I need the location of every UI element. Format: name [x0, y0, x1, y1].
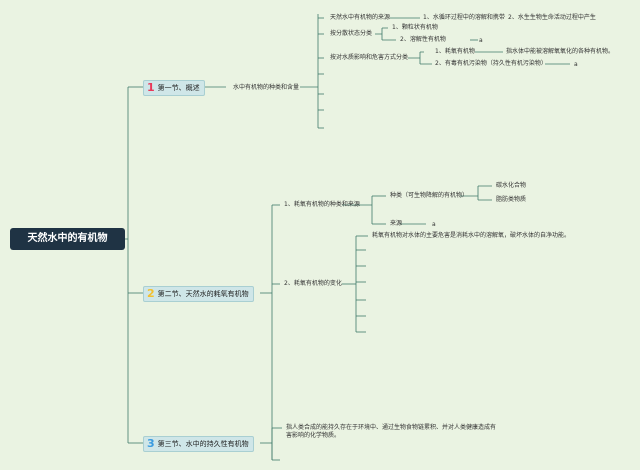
s1-state-label[interactable]: 按分散状态分类 — [330, 30, 373, 37]
s1-quality-item-1[interactable]: 1、耗氧有机物 — [435, 48, 475, 55]
s1-topic[interactable]: 水中有机物的种类和含量 — [233, 84, 300, 91]
section-3-label: 第三节、水中的持久性有机物 — [157, 440, 249, 448]
s2-type-item-1[interactable]: 碳水化合物 — [496, 182, 527, 189]
s1-quality-desc[interactable]: 指水体中能被溶解氧氧化的各种有机物。 — [506, 48, 615, 55]
section-2-number: 2 — [147, 287, 155, 300]
section-1-number: 1 — [147, 81, 155, 94]
s1-state-marker: a — [479, 37, 483, 44]
s1-quality-marker: a — [574, 61, 578, 68]
s1-source-item-2[interactable]: 2、水生生物生命活动过程中产生 — [508, 14, 596, 21]
section-3-number: 3 — [147, 437, 155, 450]
s1-state-item-2[interactable]: 2、溶解性有机物 — [400, 36, 446, 43]
s3-desc[interactable]: 指人类合成的能持久存在于环境中、通过生物食物链累积、并对人类健康造成有害影响的化… — [286, 424, 497, 439]
s2-sub1-label[interactable]: 1、耗氧有机物的种类和来源 — [284, 201, 360, 208]
section-1-label: 第一节、概述 — [157, 84, 200, 92]
root-node[interactable]: 天然水中的有机物 — [10, 228, 125, 250]
s1-source-label[interactable]: 天然水中有机物的来源 — [330, 14, 391, 21]
s2-sub2-label[interactable]: 2、耗氧有机物的变化 — [284, 280, 342, 287]
s1-source-item-1[interactable]: 1、水循环过程中的溶解和携带 — [423, 14, 505, 21]
s2-source-label[interactable]: 来源 — [390, 220, 403, 227]
s2-type-label[interactable]: 种类（可生物降解的有机物） — [390, 192, 469, 199]
s2-sub2-desc[interactable]: 耗氧有机物对水体的主要危害是消耗水中的溶解氧，破坏水体的自净功能。 — [372, 232, 571, 239]
s2-type-item-2[interactable]: 脂肪类物质 — [496, 196, 527, 203]
section-2-label: 第二节、天然水的耗氧有机物 — [157, 290, 249, 298]
s1-quality-item-2[interactable]: 2、有毒有机污染物（持久性有机污染物） — [435, 60, 547, 67]
s2-source-marker: a — [432, 221, 436, 228]
s1-state-item-1[interactable]: 1、颗粒状有机物 — [392, 24, 438, 31]
s1-quality-label[interactable]: 按对水质影响和危害方式分类 — [330, 54, 409, 61]
